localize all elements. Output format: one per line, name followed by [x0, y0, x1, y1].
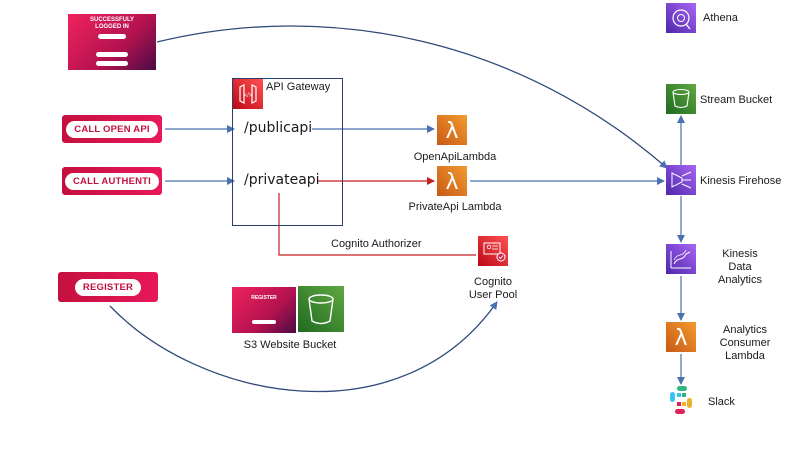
arrow-loggedin-to-firehose: [156, 25, 668, 169]
stream-bucket-icon: [666, 84, 696, 114]
kinesis-firehose-label: Kinesis Firehose: [700, 175, 782, 187]
private-api-route: /privateapi: [244, 172, 320, 188]
api-gateway-icon: </>: [233, 79, 263, 109]
call-open-api-button[interactable]: CALL OPEN API: [62, 115, 162, 143]
kinesis-firehose-icon: [666, 165, 696, 195]
call-authenticated-button[interactable]: CALL AUTHENTI: [62, 167, 162, 195]
slack-icon: [670, 386, 692, 414]
s3-website-bucket-label: S3 Website Bucket: [243, 339, 337, 351]
cognito-user-pool-icon: [478, 236, 508, 266]
register-submit-pill: [252, 320, 276, 324]
register-button[interactable]: REGISTER: [58, 272, 158, 302]
register-screen-thumbnail: REGISTER: [232, 287, 296, 333]
call-auth-pill: [96, 61, 128, 66]
open-api-lambda-label: OpenApiLambda: [413, 151, 497, 163]
line-privateapi-to-authorizer: [278, 193, 476, 256]
kinesis-data-analytics-label: Kinesis Data Analytics: [717, 248, 763, 286]
call-open-pill: [96, 52, 128, 57]
public-api-route: /publicapi: [244, 120, 313, 136]
private-api-lambda-icon: λ: [437, 166, 467, 196]
svg-text:λ: λ: [445, 119, 458, 144]
logged-in-screen-thumbnail: SUCCESSFULY LOGGED IN: [68, 14, 156, 70]
athena-label: Athena: [703, 12, 738, 24]
api-gateway-title: API Gateway: [266, 81, 331, 93]
analytics-consumer-lambda-label: Analytics Consumer Lambda: [719, 324, 771, 362]
cognito-authorizer-label: Cognito Authorizer: [331, 238, 422, 250]
open-api-lambda-icon: λ: [437, 115, 467, 145]
svg-text:</>: </>: [244, 93, 253, 99]
svg-text:λ: λ: [674, 326, 687, 351]
svg-text:λ: λ: [445, 170, 458, 195]
arrow-register-to-userpool: [109, 301, 498, 393]
api-gateway-box: [232, 78, 343, 226]
s3-bucket-icon: [298, 286, 344, 332]
private-api-lambda-label: PrivateApi Lambda: [408, 201, 502, 213]
slack-label: Slack: [708, 396, 735, 408]
logout-pill: [98, 34, 126, 39]
stream-bucket-label: Stream Bucket: [700, 94, 773, 106]
athena-icon: [666, 3, 696, 33]
kinesis-data-analytics-icon: [666, 244, 696, 274]
consumer-lambda-icon: λ: [666, 322, 696, 352]
cognito-user-pool-label: Cognito User Pool: [468, 276, 518, 301]
